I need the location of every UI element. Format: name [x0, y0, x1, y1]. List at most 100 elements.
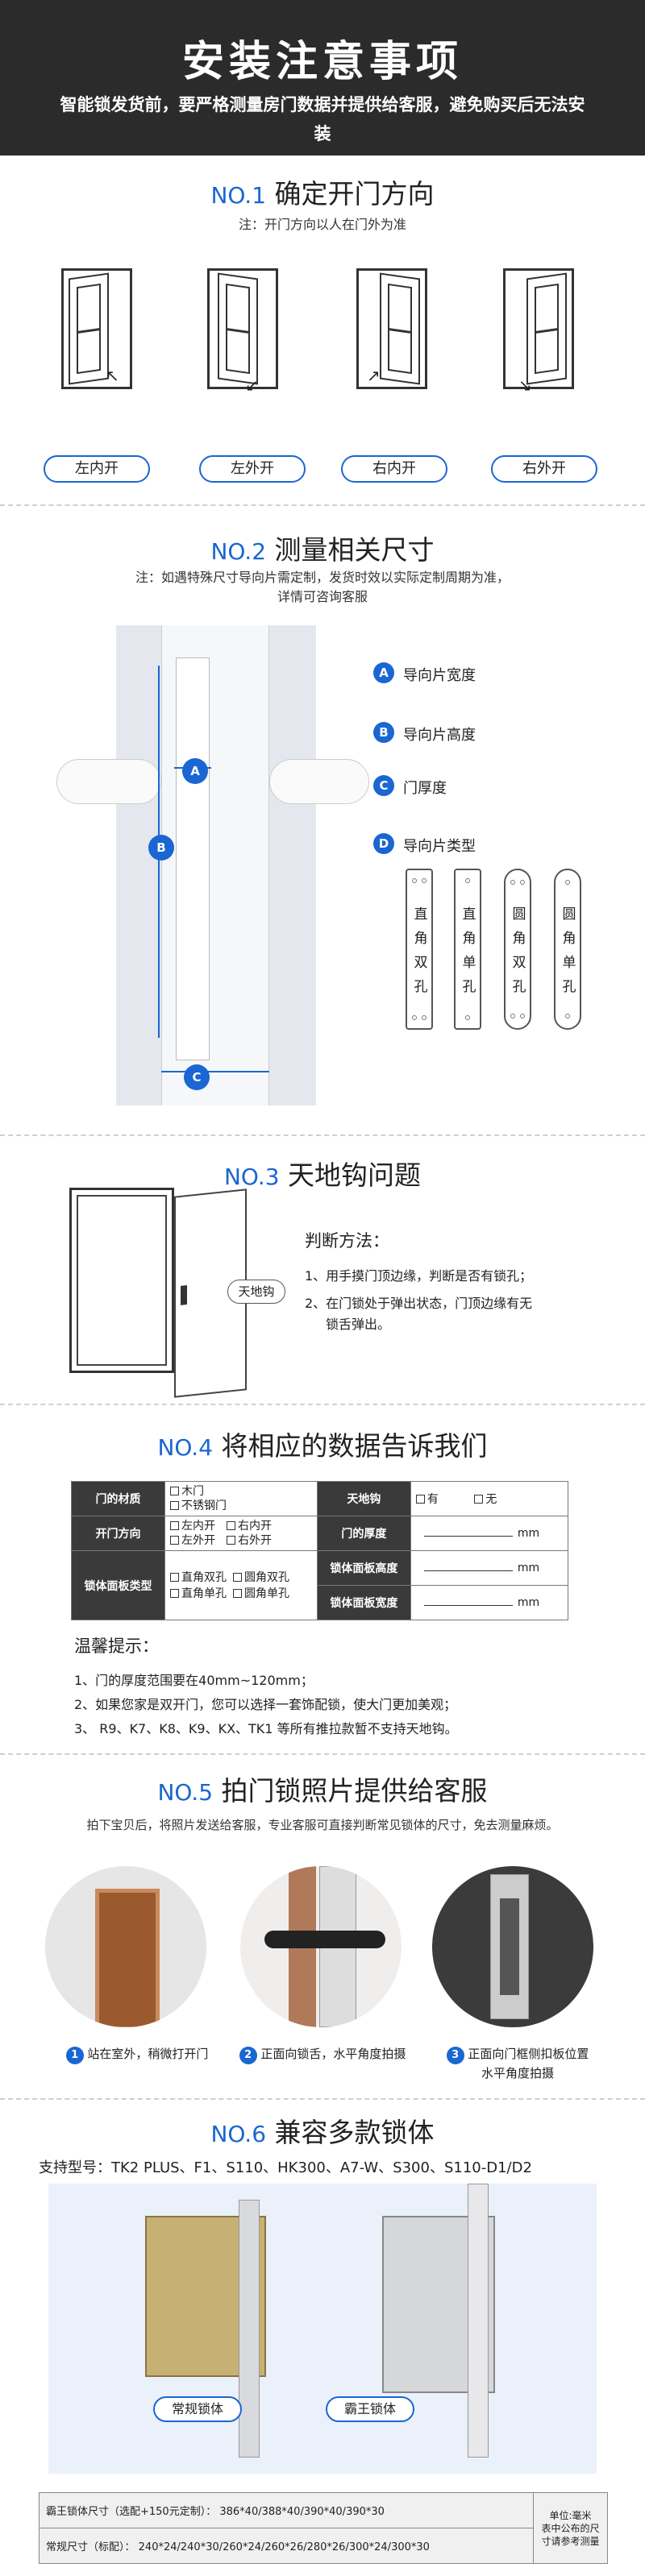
hook-callout: 天地钩 [227, 1280, 285, 1304]
door-right-in-icon: ↗ [356, 268, 427, 389]
plate-round-double: 圆角双孔 [504, 869, 531, 1030]
thickness-header: 门的厚度 [316, 1516, 411, 1551]
size-row-standard: 常规尺寸（标配）： 240*24/240*30/260*24/260*26/28… [39, 2528, 534, 2564]
door-label-right-out: 右外开 [491, 455, 597, 483]
handle-right [269, 759, 369, 804]
section-4-heading: 将相应的数据告诉我们 [221, 1430, 488, 1462]
door-frame-illustration [69, 1188, 174, 1373]
lock-label-standard: 常规锁体 [153, 2396, 242, 2422]
caption-3: 3 正面向门框侧扣板位置 水平角度拍摄 [421, 2045, 614, 2081]
step-1-icon: 1 [65, 2047, 84, 2064]
door-label-right-in: 右内开 [341, 455, 447, 483]
section-3-title: NO.3 天地钩问题 [0, 1154, 645, 1193]
dir-left-out-option[interactable]: 左外开 [170, 1534, 215, 1547]
tip-2: 2、如果您家是双开门，您可以选择一套饰配锁，使大门更加美观； [74, 1697, 457, 1712]
photo-strike-plate [432, 1866, 593, 2027]
legend-d-label: 导向片类型 [403, 838, 476, 855]
photo-door-outside [45, 1866, 206, 2027]
dir-left-in-option[interactable]: 左内开 [170, 1520, 215, 1533]
divider [0, 2098, 645, 2100]
legend-b-icon: B [373, 722, 394, 743]
section-3-number: NO.3 [223, 1164, 280, 1190]
legend-c-icon: C [373, 775, 394, 796]
lock-label-heavy: 霸王锁体 [326, 2396, 414, 2422]
photo-lock-tongue [240, 1866, 402, 2027]
door-left-in-icon: ↖ [61, 268, 132, 389]
tips-title: 温馨提示： [74, 1636, 159, 1656]
direction-header: 开门方向 [71, 1516, 165, 1551]
plate-square-single-label: 直角单孔 [462, 906, 476, 995]
tip-3: 3、 R9、K7、K8、K9、KX、TK1 等所有推拉款暂不支持天地钩。 [74, 1721, 458, 1736]
plate-round-single-label: 圆角单孔 [562, 906, 576, 995]
section-5-title: NO.5 拍门锁照片提供给客服 [0, 1769, 645, 1808]
section-2-note-line1: 注：如遇特殊尺寸导向片需定制，发货时效以实际定制周期为准， [135, 570, 510, 585]
legend-c-label: 门厚度 [403, 780, 447, 797]
section-4-title: NO.4 将相应的数据告诉我们 [0, 1425, 645, 1463]
door-left-out-icon: ↙ [207, 268, 278, 395]
section-6-title: NO.6 兼容多款锁体 [0, 2111, 645, 2150]
legend-a-icon: A [373, 662, 394, 683]
method-heading: 判断方法： [305, 1231, 389, 1251]
section-1-note: 注：开门方向以人在门外为准 [238, 217, 406, 232]
hook-yes-option[interactable]: 有 [415, 1493, 439, 1506]
lock-measure-photo [56, 625, 369, 1105]
door-label-left-in: 左内开 [44, 455, 150, 483]
plate-opt-3[interactable]: 直角单孔 [170, 1587, 227, 1600]
plate-round-single: 圆角单孔 [554, 869, 581, 1030]
marker-b-icon: B [148, 835, 174, 861]
plate-square-double-label: 直角双孔 [414, 906, 428, 995]
page-title: 安装注意事项 [181, 38, 463, 86]
handle-left [56, 759, 161, 804]
section-6-heading: 兼容多款锁体 [274, 2117, 435, 2148]
door-label-left-out: 左外开 [199, 455, 306, 483]
legend-d-icon: D [373, 833, 394, 854]
divider [0, 504, 645, 506]
info-form-table: 门的材质 木门 不锈钢门 天地钩 有 无 开门方向 左内开右内开 左外开右外开 … [71, 1481, 569, 1620]
step-2-icon: 2 [239, 2047, 257, 2064]
section-1-title: NO.1 确定开门方向 [0, 172, 645, 211]
method-step-2b: 锁舌弹出。 [326, 1317, 391, 1332]
dir-right-in-option[interactable]: 右内开 [227, 1520, 272, 1533]
material-header: 门的材质 [71, 1481, 165, 1516]
section-6-number: NO.6 [210, 2121, 267, 2147]
plate-height-field[interactable]: mm [410, 1550, 569, 1586]
section-1-heading: 确定开门方向 [274, 178, 435, 209]
section-5-number: NO.5 [157, 1779, 214, 1806]
unit-note: 单位:毫米 表中公布的尺 寸请参考测量 [533, 2492, 608, 2564]
divider [0, 1135, 645, 1136]
plate-width-header: 锁体面板宽度 [316, 1585, 411, 1620]
section-2-heading: 测量相关尺寸 [274, 534, 435, 566]
section-2-number: NO.2 [210, 538, 267, 565]
plate-opt-2[interactable]: 圆角双孔 [233, 1571, 289, 1584]
dir-right-out-option[interactable]: 右外开 [227, 1534, 272, 1547]
divider [0, 1753, 645, 1755]
tip-1: 1、门的厚度范围要在40mm~120mm； [74, 1673, 314, 1688]
section-2-note-line2: 详情可咨询客服 [277, 589, 368, 604]
step-3-icon: 3 [446, 2047, 464, 2064]
plate-round-double-label: 圆角双孔 [512, 906, 526, 995]
material-steel-option[interactable]: 不锈钢门 [170, 1499, 312, 1513]
plate-width-field[interactable]: mm [410, 1585, 569, 1620]
caption-2: 2 正面向锁舌，水平角度拍摄 [226, 2045, 419, 2064]
lock-bodies-panel [48, 2184, 597, 2474]
plate-opt-1[interactable]: 直角双孔 [170, 1571, 227, 1584]
section-5-note: 拍下宝贝后，将照片发送给客服，专业客服可直接判断常见锁体的尺寸，免去测量麻烦。 [86, 1818, 559, 1832]
plate-opt-4[interactable]: 圆角单孔 [233, 1587, 289, 1600]
method-step-1: 1、用手摸门顶边缘，判断是否有锁孔； [305, 1268, 533, 1284]
divider [0, 1404, 645, 1405]
material-wood-option[interactable]: 木门 [170, 1484, 312, 1499]
plate-type-header: 锁体面板类型 [71, 1550, 165, 1620]
section-3-heading: 天地钩问题 [288, 1159, 422, 1191]
page-subtitle: 智能锁发货前，要严格测量房门数据并提供给客服，避免购买后无法安装 [60, 95, 585, 143]
legend-a-label: 导向片宽度 [403, 667, 476, 684]
section-2-title: NO.2 测量相关尺寸 [0, 529, 645, 567]
size-row-heavy: 霸王锁体尺寸（选配+150元定制）： 386*40/388*40/390*40/… [39, 2492, 534, 2528]
hook-no-option[interactable]: 无 [474, 1493, 497, 1506]
caption-1: 1 站在室外，稍微打开门 [40, 2045, 234, 2064]
marker-a-icon: A [182, 758, 208, 784]
legend-b-label: 导向片高度 [403, 727, 476, 744]
section-4-number: NO.4 [157, 1434, 214, 1461]
section-1-number: NO.1 [210, 182, 267, 209]
marker-c-icon: C [184, 1064, 210, 1090]
thickness-field[interactable]: mm [410, 1516, 569, 1551]
